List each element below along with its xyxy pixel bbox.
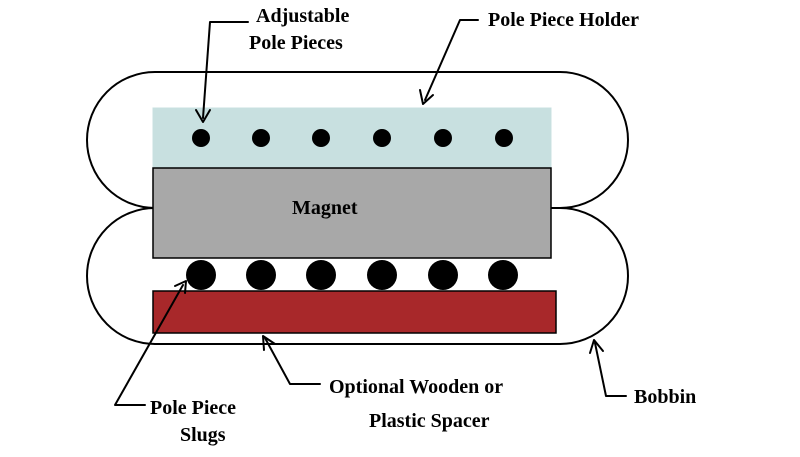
adjustable-label-line1: Adjustable xyxy=(256,5,349,27)
spacer-leader-line xyxy=(264,337,321,385)
bobbin-outline-bottom xyxy=(86,207,629,345)
bobbin-leader-line xyxy=(594,342,627,397)
pole-piece-holder xyxy=(152,107,552,169)
holder-label: Pole Piece Holder xyxy=(488,9,639,31)
slugs-arrowhead xyxy=(174,280,187,294)
spacer xyxy=(152,290,557,334)
pole-piece-slug xyxy=(488,260,518,290)
spacer-label-line1: Optional Wooden or xyxy=(329,376,503,398)
holder-arrowhead xyxy=(419,89,434,105)
bobbin-label: Bobbin xyxy=(634,386,696,408)
adjustable-pole-piece xyxy=(495,129,513,147)
adjustable-pole-piece xyxy=(312,129,330,147)
slugs-label-line1: Pole Piece xyxy=(150,397,236,419)
spacer-label-line2: Plastic Spacer xyxy=(369,410,490,432)
adjustable-label-line2: Pole Pieces xyxy=(249,32,343,54)
holder-leader-line xyxy=(424,19,479,101)
adjustable-pole-piece xyxy=(373,129,391,147)
magnet xyxy=(152,167,552,259)
pole-piece-slugs xyxy=(186,260,518,290)
adjustable-pole-piece xyxy=(252,129,270,147)
bobbin-arrowhead xyxy=(589,339,604,354)
pole-piece-slug xyxy=(306,260,336,290)
adjustable-pole-pieces xyxy=(192,129,513,147)
adjustable-arrowhead xyxy=(195,109,211,123)
spacer-arrowhead xyxy=(262,335,276,351)
pole-piece-slug xyxy=(367,260,397,290)
slugs-label-line2: Slugs xyxy=(180,424,226,446)
adjustable-pole-piece xyxy=(434,129,452,147)
slugs-leader-line xyxy=(114,284,184,406)
adjustable-leader-line xyxy=(202,21,249,119)
pole-piece-slug xyxy=(428,260,458,290)
pole-piece-slug xyxy=(246,260,276,290)
adjustable-pole-piece xyxy=(192,129,210,147)
pole-piece-slug xyxy=(186,260,216,290)
magnet-label: Magnet xyxy=(292,197,358,219)
